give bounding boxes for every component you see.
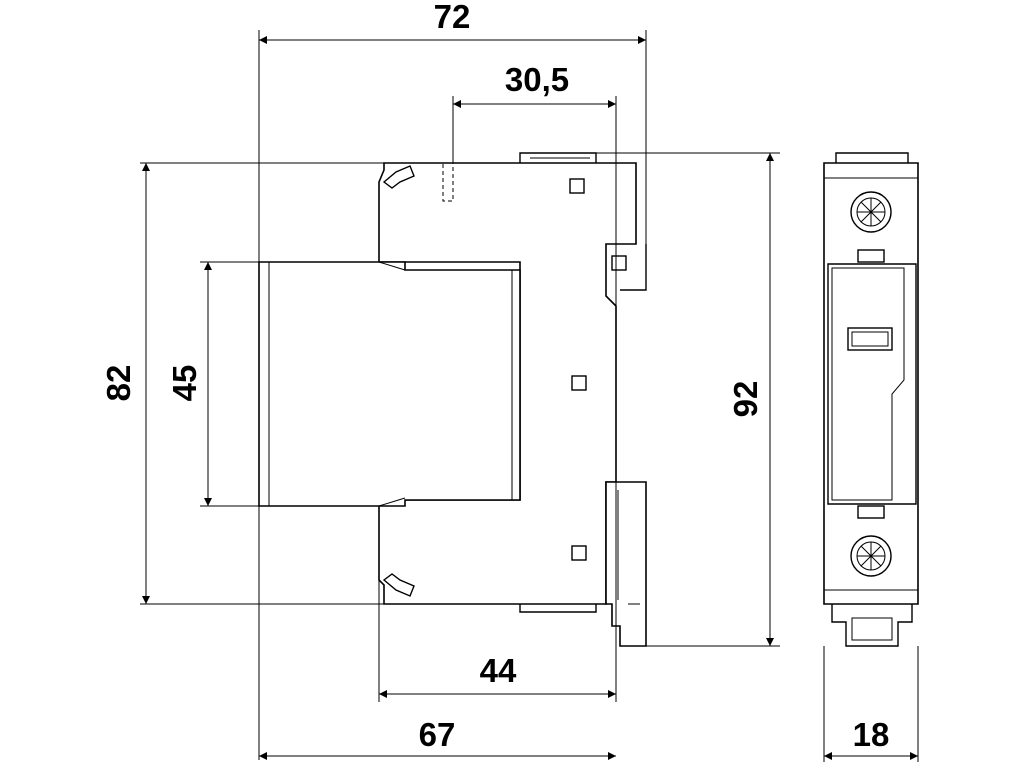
dim-label-45: 45 [166,365,203,402]
status-window [847,327,893,351]
dim-label-30-5: 30,5 [505,61,569,98]
module-outline [823,162,919,605]
top-latch [382,165,415,189]
top-screw-icon [850,191,892,233]
extension-lines [140,30,919,762]
indicator-window [569,178,585,194]
dimension-labels: 72 30,5 82 45 92 44 67 18 [100,0,889,753]
hidden-screw-hole [442,162,454,202]
indicator-window [571,375,587,391]
front-cap [258,261,521,507]
top-terminal-bump [519,152,597,163]
dimension-lines [142,36,918,760]
indicator-window [571,545,587,561]
dim-label-18: 18 [853,716,890,753]
indicator-window [611,255,627,271]
dim-label-67: 67 [419,716,456,753]
din-rail-clip [605,481,647,647]
dim-label-44: 44 [480,652,517,689]
bottom-screw-icon [850,535,892,577]
bottom-latch [382,573,415,597]
side-view [258,152,647,647]
plug-in-cartridge [827,263,917,505]
front-view [823,152,919,647]
dim-label-82: 82 [100,365,137,402]
bottom-terminal-bump [519,604,597,613]
din-clip-front [831,604,913,647]
dim-label-92: 92 [727,381,764,418]
dim-label-72: 72 [434,0,471,35]
